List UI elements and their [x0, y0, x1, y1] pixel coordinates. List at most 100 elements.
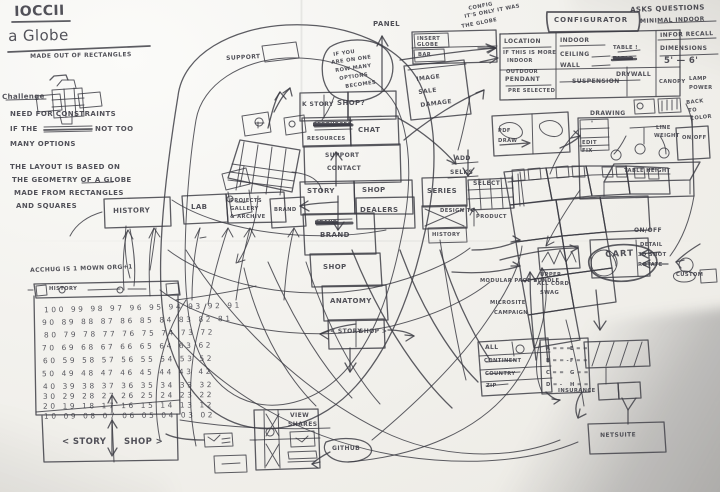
drawing-onoff2[interactable]: ON/OFF — [634, 227, 663, 234]
layout-line-0: THE LAYOUT IS BASED ON — [10, 163, 121, 171]
box-brand[interactable]: BRAND — [320, 231, 350, 239]
configurator-table[interactable]: TABLE ! — [613, 45, 638, 51]
box-resources-strike: RESOURCES — [313, 122, 352, 128]
box-chat[interactable]: CHAT — [358, 126, 381, 134]
drawing-cord-2: SWAG — [540, 290, 560, 296]
configurator-dimensions-value: 5' — 6' — [664, 56, 699, 66]
drawing-edit-1[interactable]: FIX — [582, 148, 593, 154]
number-row: 30 29 28 27 26 25 24 23 22 — [42, 390, 215, 401]
configurator-lamp-0[interactable]: LAMP — [689, 76, 707, 82]
configurator-suspension[interactable]: SUSPENSION — [572, 78, 620, 85]
page-subtitle: a Globe — [8, 25, 69, 45]
box-story-arrow[interactable]: < STORY — [330, 328, 363, 335]
checkout-netsuite: NETSUITE — [600, 431, 637, 439]
configurator-title: CONFIGURATOR — [554, 16, 629, 24]
tile-projects-1[interactable]: GALLERY — [230, 206, 259, 212]
box-dealers[interactable]: DEALERS — [360, 206, 399, 214]
configurator-dimensions: DIMENSIONS — [660, 45, 708, 52]
checkout-chain — [576, 340, 666, 454]
drawing-lineweight-1: WEIGHT — [654, 133, 680, 139]
panel-annotation — [377, 30, 497, 90]
drawing-cord-1: ALL CORD — [537, 281, 570, 287]
filter-country[interactable]: COUNTRY — [485, 371, 516, 377]
challenge-line-0: NEED FOR CONSTRAINTS — [10, 110, 117, 118]
configurator-location-sub-0: IF THIS IS MORE — [503, 50, 557, 56]
challenge-line-3: MANY OPTIONS — [10, 140, 76, 148]
label-design-to: DESIGN TO — [440, 208, 476, 214]
box-shop2[interactable]: SHOP — [323, 263, 347, 271]
configurator-canopy[interactable]: CANOPY — [659, 79, 686, 85]
filter-list-0: A = = = — [546, 346, 572, 352]
image-sale-damage — [404, 60, 471, 120]
configurator-location-sub-1[interactable]: INDOOR — [507, 58, 533, 64]
pendant-preselected-box — [492, 112, 570, 156]
filter-list-6: G = = — [570, 370, 589, 376]
challenge-line-1: IF THE — [10, 125, 38, 133]
filter-all[interactable]: ALL — [485, 344, 499, 351]
configurator-lamp-1[interactable]: POWER — [689, 85, 713, 91]
box-shop[interactable]: SHOP — [362, 186, 386, 194]
github-label[interactable]: GITHUB — [332, 445, 361, 452]
drawing-table-height[interactable]: TABLE HEIGHT — [624, 168, 671, 174]
label-history-strike: HISTORY — [432, 232, 461, 238]
cart-label[interactable]: CART — [605, 248, 635, 260]
number-grid-panel — [28, 281, 180, 462]
panel-small-line-0: INSERT — [417, 36, 441, 42]
label-select[interactable]: SELECT — [473, 180, 501, 187]
layout-line-2: MADE FROM RECTANGLES — [14, 189, 124, 197]
tile-lab[interactable]: LAB — [191, 203, 208, 211]
box-contact[interactable]: CONTACT — [327, 165, 362, 172]
configurator-table-strike: TABLE — [613, 56, 633, 62]
cart-customer: CUSTOM — [676, 272, 704, 278]
filter-continent[interactable]: CONTINENT — [484, 358, 522, 364]
configurator-pendant: PENDANT — [505, 76, 541, 83]
drawing-edit-0[interactable]: EDIT — [582, 140, 597, 146]
configurator-drywall[interactable]: DRYWALL — [616, 71, 652, 78]
drawing-detail-0: DETAIL — [640, 242, 663, 248]
tile-history[interactable]: HISTORY — [113, 206, 151, 215]
footer-shop-next[interactable]: SHOP > — [124, 437, 164, 447]
drawing-detail-2: ROTATE — [638, 262, 663, 268]
box-anatomy[interactable]: ANATOMY — [330, 297, 372, 305]
drawing-cord-0: UPPER — [540, 272, 562, 278]
note-modular: MODULAR PAGE BUNDLE — [480, 278, 560, 284]
challenge-label: Challenge — [2, 92, 45, 101]
box-shop-arrow[interactable]: SHOP > — [359, 328, 388, 335]
box-k-story[interactable]: K STORY — [302, 101, 334, 108]
filter-list-1: B = = - — [546, 358, 570, 364]
view-shares-1: SHARES — [288, 421, 318, 428]
paper-crease — [300, 0, 303, 130]
configurator-wall[interactable]: WALL — [560, 62, 581, 69]
configurator-location-sub-2[interactable]: OUTDOOR — [506, 69, 539, 75]
box-shop-top[interactable]: SHOP? — [337, 99, 366, 107]
tile-projects-0[interactable]: PROJECTS — [230, 198, 262, 204]
box-story[interactable]: STORY — [307, 187, 335, 195]
panel-small-line-2: BAR — [418, 52, 432, 58]
grid-header[interactable]: HISTORY — [49, 286, 78, 292]
tile-projects-2[interactable]: & ARCHIVE — [230, 214, 266, 220]
drawing-pdf-0: PDF — [498, 128, 511, 134]
label-selks: SELKS — [450, 169, 474, 176]
cart-node — [452, 244, 717, 330]
number-row: 20 19 18 17 16 15 14 13 12 — [42, 400, 215, 411]
panel-small-line-1: GLOBE — [417, 42, 439, 48]
panel-label: PANEL — [373, 20, 401, 28]
label-add: ADD — [455, 155, 471, 162]
configurator-location[interactable]: LOCATION — [504, 38, 541, 45]
box-resources[interactable]: RESOURCES — [307, 136, 346, 142]
filter-zip[interactable]: ZIP — [486, 383, 497, 389]
footer-story-prev[interactable]: < STORY — [62, 437, 107, 447]
configurator-indoor[interactable]: INDOOR — [560, 37, 590, 44]
configurator-ceiling[interactable]: CEILING — [560, 51, 590, 58]
drawing-onoff[interactable]: ON/OFF — [682, 135, 707, 141]
tile-brand-small[interactable]: BRAND — [274, 207, 297, 213]
location-filter-block — [478, 338, 590, 404]
configurator-preselected: PRE SELECTED — [508, 88, 556, 94]
box-support[interactable]: SUPPORT — [325, 152, 360, 159]
drawing-title: DRAWING — [590, 110, 626, 117]
number-row: 40 39 38 37 36 35 34 33 32 — [42, 380, 215, 391]
drawing-detail-1: 3D SHOT — [638, 252, 667, 258]
label-series[interactable]: SERIES — [427, 187, 458, 195]
